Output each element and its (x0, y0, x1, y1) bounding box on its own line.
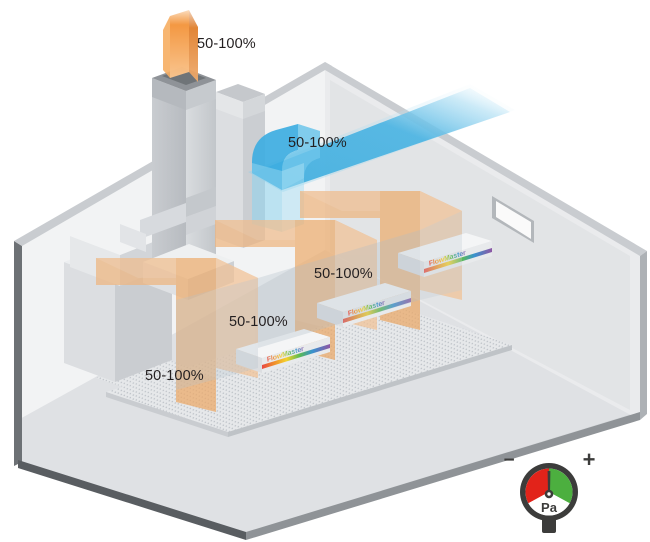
rack2-front (317, 303, 343, 327)
chimney-front-face (152, 95, 186, 278)
rack1-top (236, 329, 330, 358)
pressure-gauge-svg: − + Pa (503, 447, 596, 533)
minus-sign-icon: − (503, 450, 514, 471)
ahu-right-face (115, 259, 172, 382)
gauge-lower-cut (528, 492, 570, 516)
rack-units (236, 233, 492, 373)
label-intake-percent: 50-100% (288, 135, 347, 151)
plus-sign-icon: + (583, 447, 596, 472)
plume-left (163, 16, 170, 78)
rack-unit-1[interactable] (236, 329, 330, 373)
gauge-needle-hub-center (547, 492, 551, 496)
gauge-unit-label: Pa (541, 500, 558, 515)
gauge-positive-zone (549, 468, 573, 504)
wall-vent-opening (492, 196, 534, 243)
chimney-cap-right (186, 80, 216, 110)
label-return-1-percent: 50-100% (145, 368, 204, 384)
hot-air-exhaust-plume (163, 10, 198, 82)
perf-floor-right-edge (228, 345, 512, 437)
rack1-logo-stripe (262, 344, 330, 369)
rack2-top (317, 283, 411, 312)
rack-unit-2[interactable] (317, 283, 411, 327)
gauge-needle (547, 471, 551, 493)
tower2-front-face (216, 107, 243, 248)
rack3-front (398, 253, 424, 277)
intake-band-halo (248, 84, 515, 192)
plume-front (170, 10, 189, 78)
room-wall-left-edge (14, 241, 22, 466)
pressure-gauge: − + Pa (497, 447, 601, 539)
rack2-logo-stripe (343, 298, 411, 323)
perf-floor-front-edge (106, 392, 228, 437)
chimney-cap-front (152, 78, 186, 110)
label-exhaust-percent: 50-100% (197, 36, 256, 52)
rack3-top (398, 233, 492, 262)
ahu-front-face (64, 262, 115, 382)
gauge-negative-zone (525, 468, 549, 504)
rack3-logo-stripe (424, 248, 492, 273)
chimney-right-face (186, 97, 216, 278)
rack-unit-3[interactable] (398, 233, 492, 277)
cool-air-intake-stream (248, 84, 515, 232)
label-return-2-percent: 50-100% (229, 314, 288, 330)
tower2-cap-right (243, 94, 265, 119)
intake-down-leg (252, 163, 282, 232)
return-airflow-1 (96, 258, 258, 412)
duct-stubs (120, 187, 216, 252)
room-floor-front-edge (18, 460, 246, 540)
label-return-3-percent: 50-100% (314, 266, 373, 282)
rack1-front (236, 349, 262, 373)
room-floor-front-edge-right (246, 412, 640, 540)
intake-down-leg-side (282, 163, 304, 232)
plume-right (189, 10, 198, 82)
tower2-cap-top (216, 84, 265, 102)
containment-panels (176, 211, 462, 390)
room-wall-right-outer-edge (640, 251, 647, 420)
tower2-cap-front (216, 92, 243, 119)
